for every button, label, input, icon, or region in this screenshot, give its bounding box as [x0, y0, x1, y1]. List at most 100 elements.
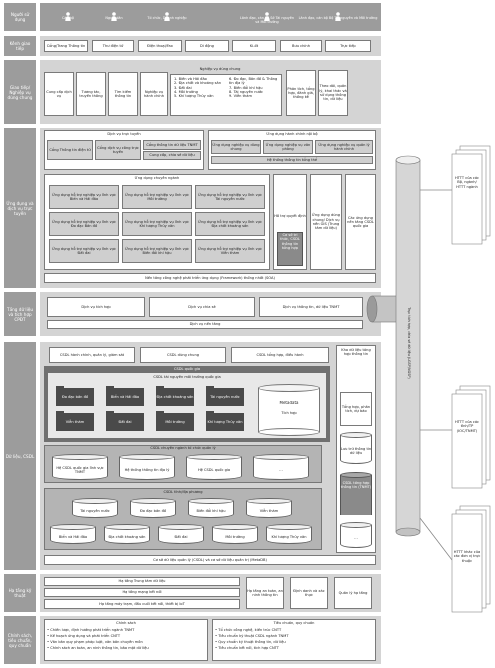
policy-left-item: • Kế hoạch ứng dụng và phát triển CNTT — [47, 634, 121, 638]
policy-left-item: • Chính sách an toàn, an ninh thông tin,… — [47, 646, 149, 650]
db-cylinder-top — [266, 524, 312, 530]
national-db-title: CSDL quốc gia — [173, 367, 201, 371]
folder-item: Tài nguyên nước — [206, 388, 244, 406]
internal-shared: Ứng dụng nghiệp vụ dùng chung — [211, 140, 261, 154]
folder-icon — [206, 411, 214, 414]
db-cylinder-body — [119, 457, 175, 480]
right-col-analysis: Tổng hợp, phân tích, dự báo — [340, 392, 372, 426]
folder-item: Viễn thám — [56, 413, 94, 431]
online-portal: Cổng Thông tin điện tử — [47, 140, 93, 160]
db-cylinder-top — [72, 498, 118, 504]
integration-list2-item: 9. Viễn thám — [229, 94, 252, 99]
db-cylinder-top — [253, 454, 309, 460]
internal-apps-title: Ứng dụng hành chính nội bộ — [266, 132, 318, 136]
folder-icon — [206, 386, 214, 389]
infra-datacenter: Hạ tầng Trung tâm dữ liệu — [44, 577, 240, 586]
policy-right-item: • Tiêu chuẩn kỹ thuật CSDL ngành TNMT — [215, 634, 289, 638]
policy-left-item: • Chiến lược, định hướng phát triển ngàn… — [47, 628, 135, 632]
policy-left-item: • Văn bản quy phạm pháp luật, văn bản ch… — [47, 640, 143, 644]
db-cylinder-body — [186, 457, 242, 480]
integration-hanh-chinh: Nghiệp vụ hành chính — [140, 72, 168, 116]
db-cylinder-top — [340, 432, 372, 438]
folder-icon — [156, 386, 164, 389]
user-label: Lãnh đạo, cán bộ Bộ Tài nguyên và Môi tr… — [298, 16, 378, 20]
integration-cung-cap: Cung cấp dịch vụ — [44, 72, 74, 116]
user-label: Người dân — [105, 16, 123, 20]
db-cylinder-label: Biển và Hải đảo — [58, 534, 88, 539]
db-cylinder-label: Đất đai — [174, 534, 188, 539]
ext-system-units: HTTT khác của các đơn vị trực thuộc — [453, 550, 481, 563]
platform-service: Dịch vụ nền tảng — [47, 320, 363, 329]
row-label-users: Người sử dụng — [4, 3, 36, 31]
channel-item: Thư điện tử — [92, 40, 134, 52]
policy-right-item: • Tiêu chuẩn kết nối, tích hợp CNTT — [215, 646, 279, 650]
db-cylinder-body — [158, 527, 204, 544]
db-cylinder-label: Đo đạc bản đồ — [139, 508, 167, 513]
bus-cylinder-top — [395, 155, 421, 165]
db-cylinder-top — [340, 522, 372, 528]
integration-list2-item: 8. Tài nguyên nước — [229, 89, 264, 94]
policy-left — [44, 619, 208, 661]
db-cylinder-label: Môi trường — [225, 534, 245, 539]
row-label-data-layer: Tầng dữ liệu và tích hợp CPĐT — [4, 292, 36, 336]
folder-item: Đo đạc bản đồ — [56, 388, 94, 406]
specialized-app-item: Ứng dụng hỗ trợ nghiệp vụ lĩnh vực Viễn … — [195, 239, 265, 263]
internal-office: Ứng dụng nghiệp vụ văn phòng — [263, 140, 313, 154]
db-cylinder-body — [188, 501, 234, 518]
db-cylinder-label: Tài nguyên nước — [80, 508, 110, 513]
db-cylinder-body — [212, 527, 258, 544]
ext-system-provinces: HTTT của các tỉnh/TP (IOC/TNMT) — [454, 420, 480, 433]
db-cylinder-label: Hệ CSDL quốc gia lĩnh vực TNMT — [56, 465, 104, 474]
db-cylinder-body — [340, 475, 372, 515]
ext-system-ministries: HTTT của các Bộ, ngành/ HTTT ngành — [454, 176, 480, 189]
online-public-service: Cổng dịch vụ công trực tuyến — [95, 140, 141, 160]
db-cylinder-label: CSDL tổng hợp thông tin (TNMT) — [340, 481, 372, 490]
folder-icon — [56, 411, 64, 414]
decision-support-kb: Cơ sở tri thức, CSDL thông tin tổng hợp — [277, 232, 303, 266]
integration-theo-doi: Theo dõi, quản lý, khai thác và sử dụng … — [318, 70, 348, 116]
channel-item: Ki-ốt — [232, 40, 276, 52]
data-info-service: Dịch vụ thông tin, dữ liệu TNMT — [259, 297, 363, 317]
channel-item: Trực tiếp — [325, 40, 371, 52]
specialized-app-item: Ứng dụng hỗ trợ nghiệp vụ lĩnh vực Biến … — [122, 239, 192, 263]
data-shared-db: CSDL dùng chung — [140, 347, 226, 363]
db-cylinder-top — [158, 524, 204, 530]
folder-icon — [156, 411, 164, 414]
channel-item: Di động — [185, 40, 229, 52]
db-cylinder-body — [253, 457, 309, 480]
db-cylinder-top — [104, 524, 150, 530]
row-label-channels: Kênh giao tiếp — [4, 36, 36, 56]
integration-header: Nghiệp vụ dùng chung — [199, 67, 241, 71]
specialized-app-item: Ứng dụng hỗ trợ nghiệp vụ lĩnh vực Tài n… — [195, 185, 265, 209]
db-cylinder-body — [104, 527, 150, 544]
db-cylinder-label: Lưu trữ thông tin dữ liệu — [340, 446, 372, 455]
internal-overall: Hệ thống thông tin tổng thể — [211, 156, 373, 164]
local-db-title: CSDL tỉnh/địa phương — [163, 490, 203, 494]
db-cylinder-top — [246, 498, 292, 504]
specialized-app-item: Ứng dụng hỗ trợ nghiệp vụ lĩnh vực Địa c… — [195, 212, 265, 236]
user-label: Tổ chức, Doanh nghiệp — [147, 16, 187, 20]
integration-tuong-tac: Tương tác, truyền thông — [76, 72, 106, 116]
folder-icon — [106, 411, 114, 414]
db-cylinder-label: Hệ thống thông tin địa lý — [124, 467, 170, 472]
integration-list1-item: 1. Biến và Hải đảo — [174, 77, 207, 81]
folder-item: Biển và Hải đảo — [106, 388, 144, 406]
data-admin-db: CSDL hành chính, quản lý, giám sát — [49, 347, 135, 363]
db-cylinder-label: Khí tượng Thủy văn — [271, 534, 307, 539]
bus-cylinder-bottom — [395, 527, 421, 537]
policy-right-title: Tiêu chuẩn, quy chuẩn — [273, 621, 315, 625]
folder-icon — [56, 386, 64, 389]
integration-list1-item: 2. Địa chất và khoáng sản — [174, 81, 221, 86]
specialized-app-item: Ứng dụng hỗ trợ nghiệp vụ lĩnh vực Khí t… — [122, 212, 192, 236]
shared-platform-box: Các ứng dụng nền tảng CSDL quốc gia — [345, 174, 376, 270]
row-label-infra: Hạ tầng kỹ thuật — [4, 574, 36, 612]
connector-line — [419, 517, 453, 561]
metadata-sublabel: Tích hợp — [281, 411, 297, 415]
db-cylinder-label: ... — [279, 467, 283, 472]
user-label: Lãnh đạo, cán bộ Sở Tài nguyên và Môi tr… — [239, 16, 295, 24]
db-cylinder-top — [119, 454, 175, 460]
metadata-cylinder-bottom — [258, 428, 320, 436]
internal-admin: Ứng dụng nghiệp vụ quản lý hành chính — [315, 140, 373, 154]
sharing-service: Dịch vụ chia sẻ — [149, 297, 255, 317]
